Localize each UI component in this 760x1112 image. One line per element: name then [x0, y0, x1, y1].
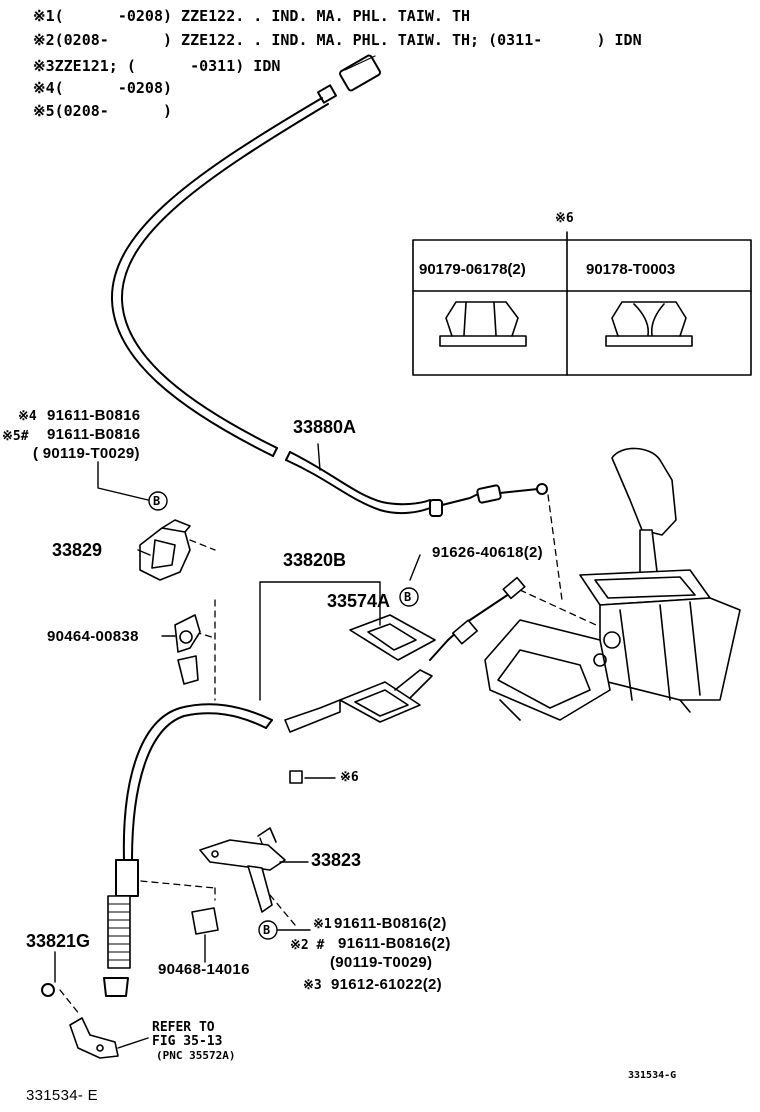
bottom-bolt-2-mark: ※2 # — [290, 938, 325, 953]
label-33823: 33823 — [311, 850, 362, 870]
bracket-33823 — [199, 827, 286, 913]
cover-plate-33574A — [284, 614, 436, 733]
figure-code-left: 331534- E — [26, 1087, 98, 1104]
label-33829: 33829 — [52, 540, 103, 560]
nut-6 — [289, 770, 303, 784]
label-6-mark: ※6 — [340, 770, 359, 785]
left-bolt-1-mark: ※4 — [18, 409, 37, 424]
label-33574A: 33574A — [327, 591, 391, 611]
bottom-bolt-4: 91612-61022(2) — [331, 976, 442, 993]
leader-lines — [59, 494, 597, 1016]
bottom-bolt-1-mark: ※1 — [313, 917, 332, 932]
clip-33829 — [139, 519, 191, 581]
circle-b-3: B — [263, 923, 271, 937]
note-2: ※2(0208- ) ZZE122. . IND. MA. PHL. TAIW.… — [33, 31, 642, 49]
label-33880A: 33880A — [293, 417, 357, 437]
refer-line-3: (PNC 35572A) — [156, 1049, 236, 1062]
label-33820B: 33820B — [283, 550, 347, 570]
clip-90464 — [174, 614, 201, 685]
refer-line-2: FIG 35-13 — [152, 1034, 223, 1049]
figure-code-right: 331534-G — [628, 1070, 677, 1081]
refer-line-1: REFER TO — [152, 1020, 215, 1035]
solid-leaders — [54, 443, 421, 1049]
bottom-bolt-2: 91611-B0816(2) — [338, 935, 451, 952]
note-5: ※5(0208- ) — [33, 102, 173, 120]
note-1: ※1( -0208) ZZE122. . IND. MA. PHL. TAIW.… — [33, 7, 471, 25]
circle-b-1: B — [153, 494, 161, 508]
note-3: ※3ZZE121; ( -0311) IDN — [33, 57, 281, 75]
shifter-assembly — [429, 447, 741, 721]
bracket-refer — [69, 1017, 119, 1059]
bottom-bolt-1: 91611-B0816(2) — [334, 915, 447, 932]
nut-table-col2: 90178-T0003 — [586, 261, 676, 278]
left-bolt-2-mark: ※5# — [2, 429, 29, 444]
label-91626: 91626-40618(2) — [432, 544, 543, 561]
label-90468: 90468-14016 — [158, 961, 250, 978]
note-4: ※4( -0208) — [33, 79, 173, 97]
clip-90468 — [191, 907, 219, 935]
circle-b-2: B — [404, 590, 412, 604]
upper-cable — [110, 54, 548, 517]
lower-cable — [41, 703, 273, 997]
bottom-bolt-3: (90119-T0029) — [330, 954, 433, 971]
bottom-bolt-4-mark: ※3 — [303, 978, 322, 993]
label-90464: 90464-00838 — [47, 628, 139, 645]
nut-table-col1: 90179-06178(2) — [419, 261, 526, 278]
left-bolt-1: 91611-B0816 — [47, 407, 141, 424]
label-33821G: 33821G — [26, 931, 91, 951]
left-bolt-3: ( 90119-T0029) — [33, 445, 140, 462]
circle-b-markers — [148, 491, 419, 940]
nut-table-frame — [412, 231, 752, 376]
left-bolt-2: 91611-B0816 — [47, 426, 141, 443]
nut-table-mark: ※6 — [555, 211, 574, 226]
